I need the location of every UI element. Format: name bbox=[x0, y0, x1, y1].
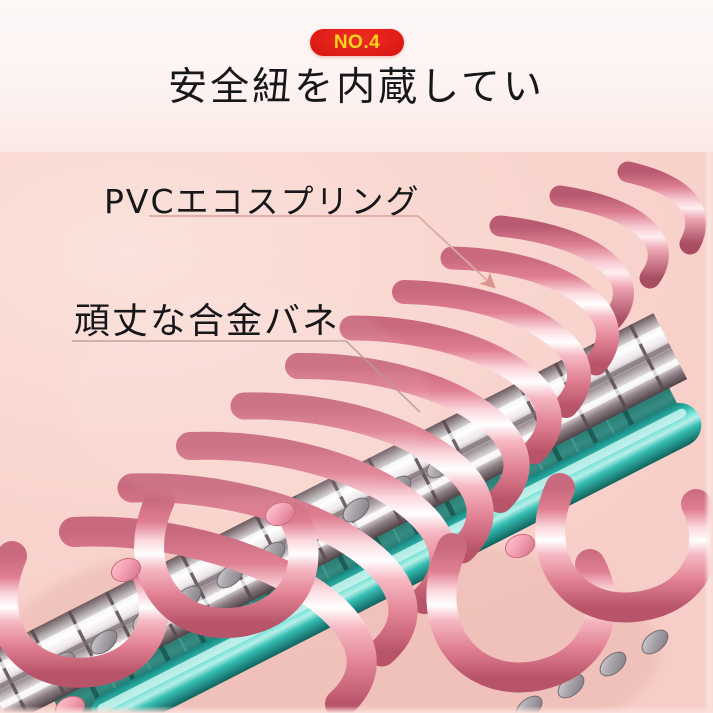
pvc-spring-front-bends bbox=[0, 473, 713, 693]
number-badge: NO.4 bbox=[310, 29, 404, 56]
spring-illustration bbox=[0, 161, 713, 713]
alloy-wire-cut-ends-right bbox=[515, 629, 669, 713]
header-band: NO.4 安全紐を内蔵してい bbox=[0, 0, 713, 152]
product-photo bbox=[0, 152, 713, 713]
photo-bottom-edge bbox=[0, 706, 713, 713]
number-badge-label: NO.4 bbox=[333, 32, 381, 53]
callout-label-alloy-spring: 頑丈な合金バネ bbox=[74, 301, 341, 342]
pvc-cut-ends bbox=[54, 501, 536, 713]
pvc-spring-back-loops bbox=[489, 161, 707, 331]
callout-label-pvc-spring: PVCエコスプリング bbox=[104, 182, 421, 221]
page-title: 安全紐を内蔵してい bbox=[168, 65, 545, 110]
photo-right-edge bbox=[704, 152, 713, 713]
